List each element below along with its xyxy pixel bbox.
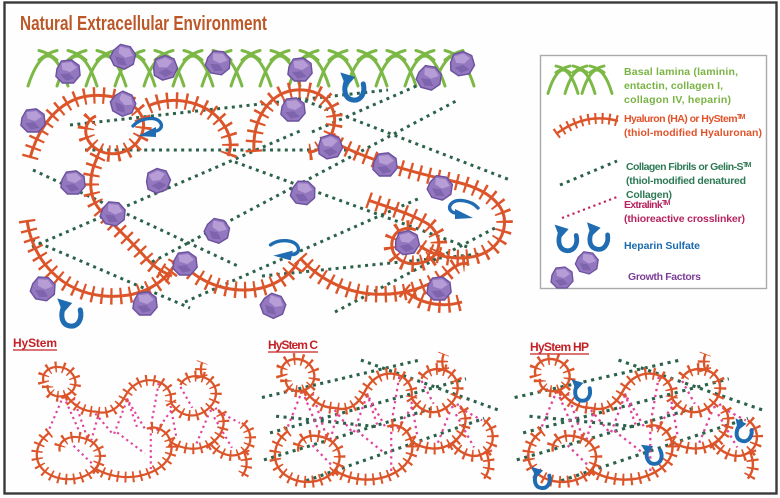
svg-text:HyStem: HyStem <box>13 336 57 350</box>
svg-text:Basal lamina (laminin,: Basal lamina (laminin, <box>624 66 738 78</box>
svg-text:Hyaluron (HA) or HyStemTM: Hyaluron (HA) or HyStemTM <box>624 113 746 125</box>
svg-text:Heparin Sulfate: Heparin Sulfate <box>624 240 700 252</box>
svg-text:HyStem HP: HyStem HP <box>530 340 589 354</box>
svg-text:Natural Extracellular Environm: Natural Extracellular Environment <box>20 12 267 35</box>
svg-text:ExtralinkTM: ExtralinkTM <box>624 199 670 211</box>
svg-text:Collagen Fibrils or Gelin-STM: Collagen Fibrils or Gelin-STM <box>626 161 752 173</box>
svg-text:(thiol-modified Hyaluronan): (thiol-modified Hyaluronan) <box>624 127 762 139</box>
svg-text:Growth Factors: Growth Factors <box>628 271 701 283</box>
svg-text:Collagen): Collagen) <box>626 189 672 201</box>
svg-text:(thiol-modified denatured: (thiol-modified denatured <box>626 175 746 187</box>
svg-text:HyStem C: HyStem C <box>268 338 318 352</box>
svg-text:collagon IV, heparin): collagon IV, heparin) <box>624 94 731 106</box>
svg-text:entactin, collagen I,: entactin, collagen I, <box>624 80 723 92</box>
svg-text:(thioreactive crosslinker): (thioreactive crosslinker) <box>624 213 745 225</box>
